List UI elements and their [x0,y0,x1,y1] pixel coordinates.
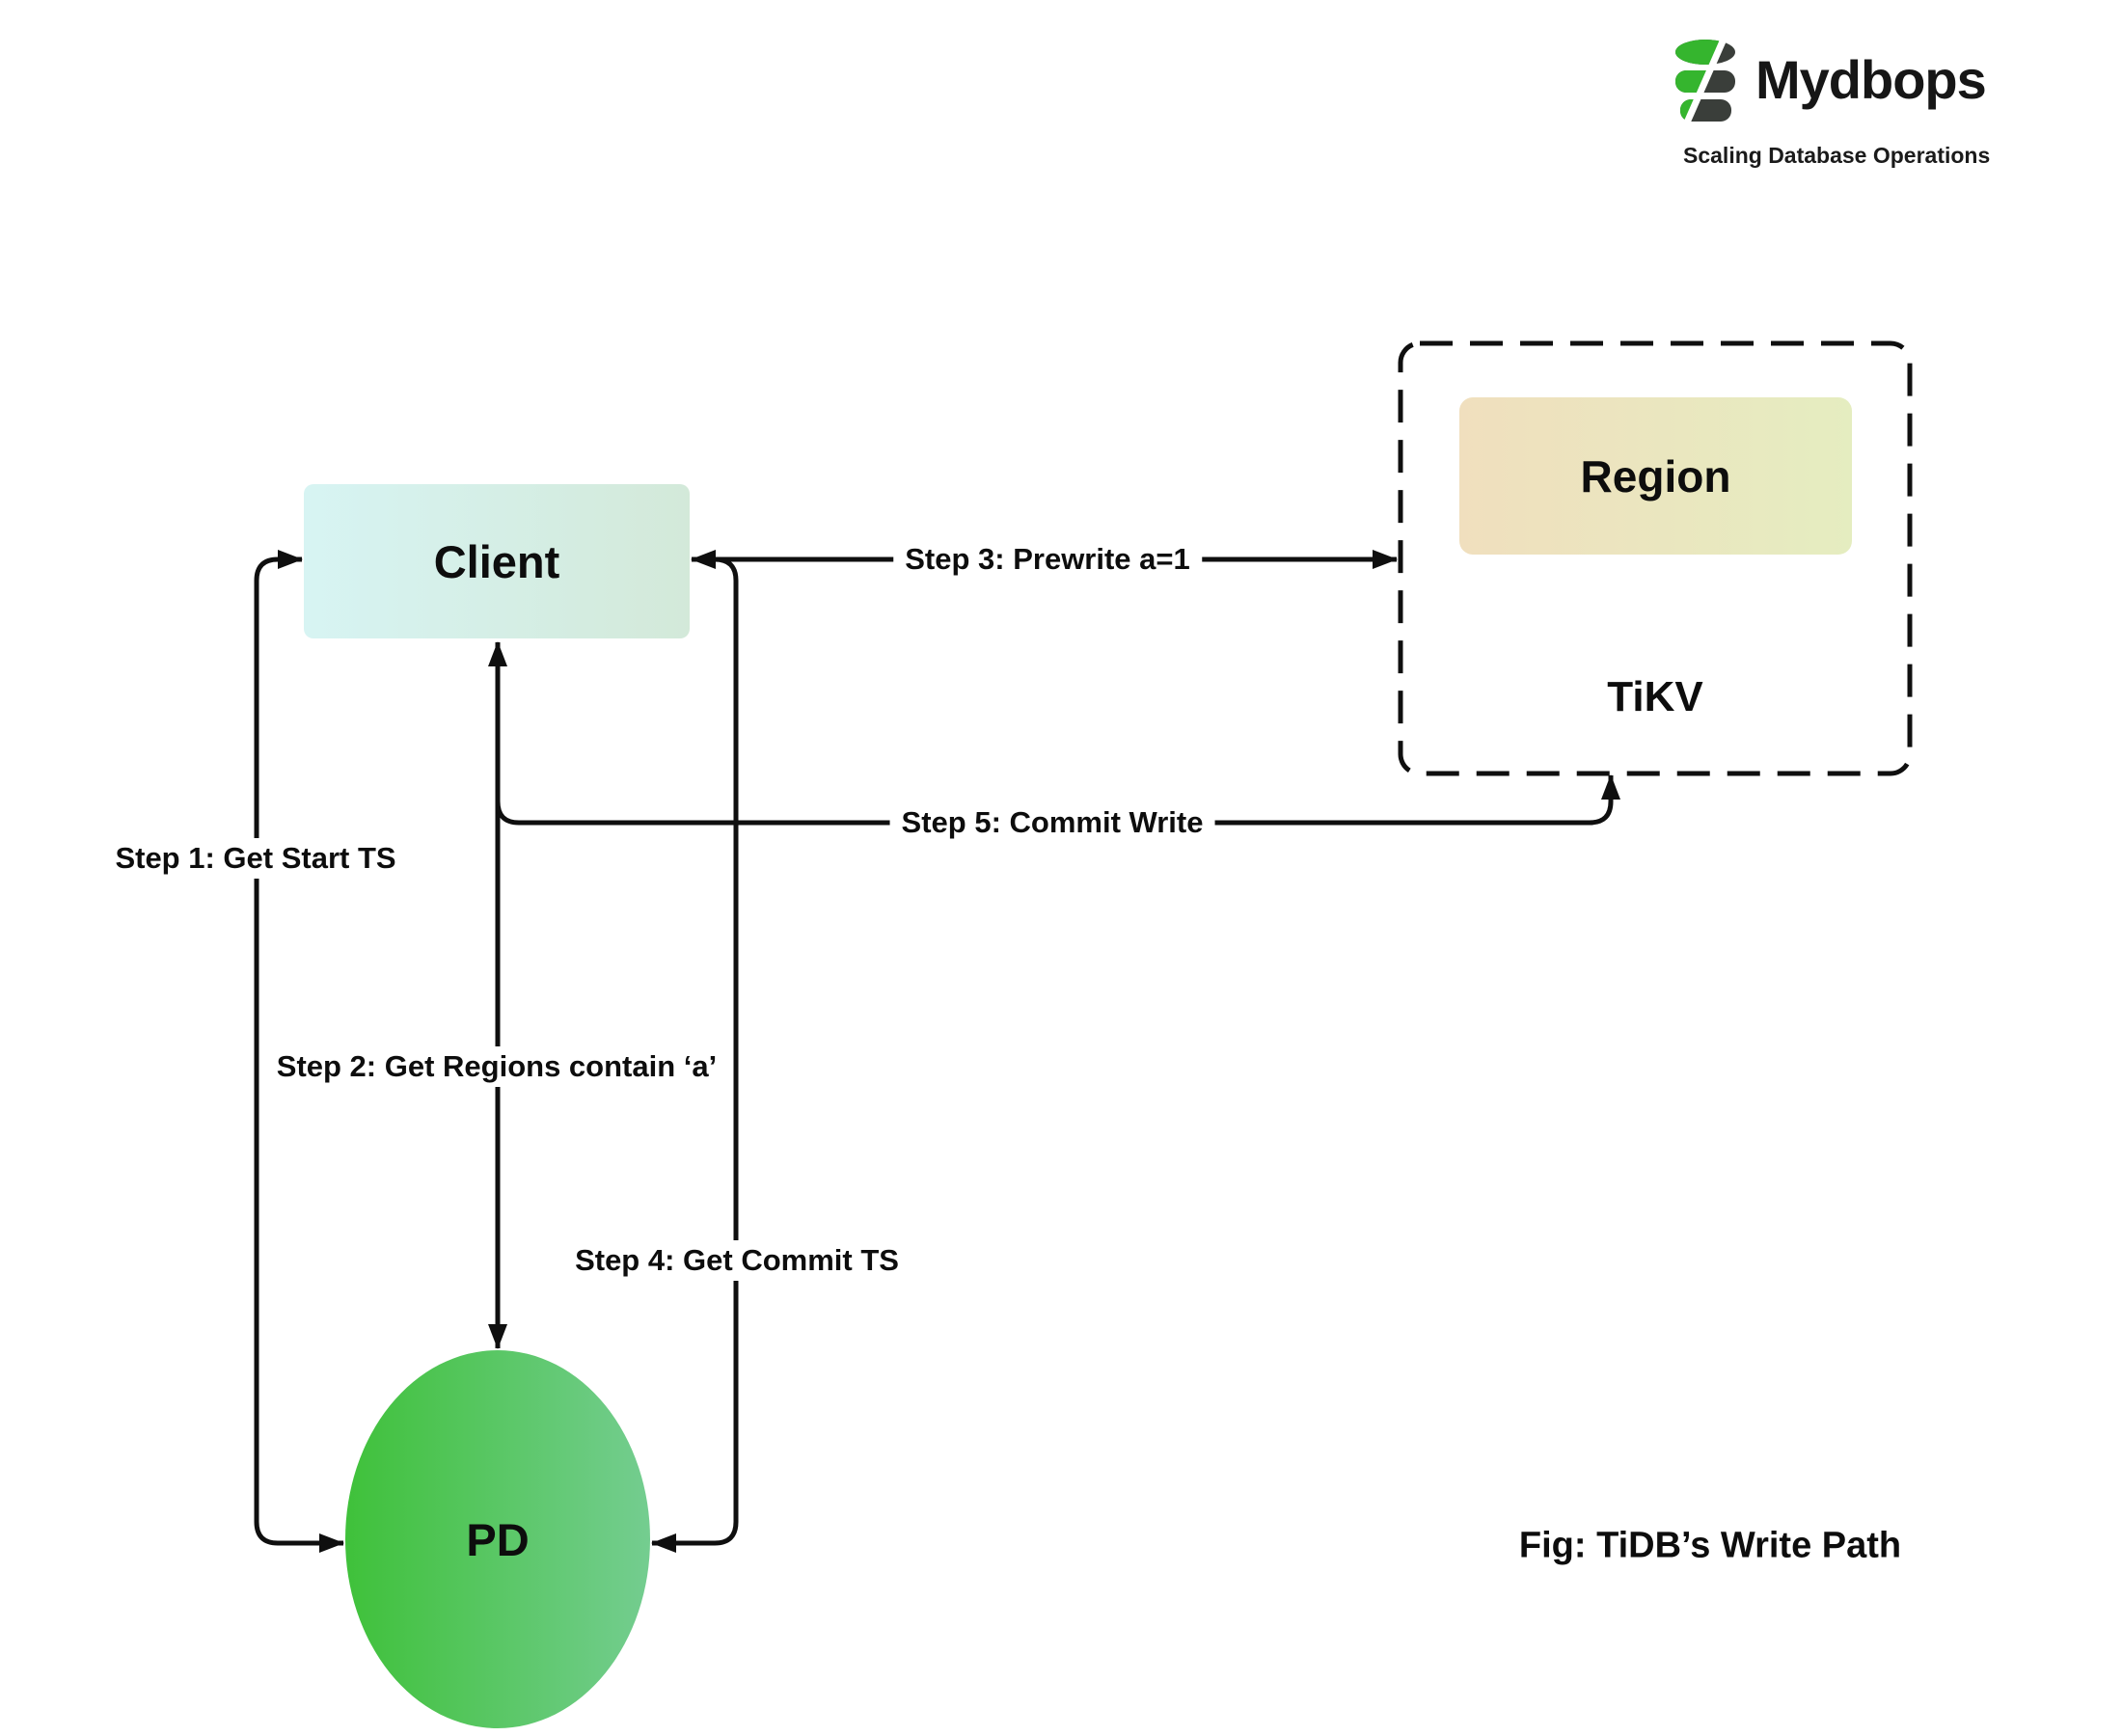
pd-label: PD [466,1513,530,1565]
step-2-label: Step 2: Get Regions contain ‘a’ [264,1046,729,1087]
brand-name: Mydbops [1755,49,1987,110]
step-4-arrow [651,556,739,1553]
client-label: Client [433,535,560,587]
step-5-arrow [495,774,1620,826]
logo-slash [1677,39,1728,135]
mydbops-database-icon [1675,39,1735,135]
client-node: Client [304,484,690,638]
step-5-label: Step 5: Commit Write [889,802,1215,843]
step-1-label: Step 1: Get Start TS [103,838,408,879]
figure-caption: Fig: TiDB’s Write Path [1518,1525,1902,1566]
region-node: Region [1459,397,1852,555]
region-label: Region [1580,450,1731,502]
step-4-label: Step 4: Get Commit TS [563,1240,911,1281]
step-3-label: Step 3: Prewrite a=1 [893,539,1202,580]
step-1-arrow [254,550,344,1553]
pd-node: PD [345,1350,650,1728]
tikv-label: TiKV [1607,673,1703,720]
brand-tagline: Scaling Database Operations [1683,143,1991,168]
